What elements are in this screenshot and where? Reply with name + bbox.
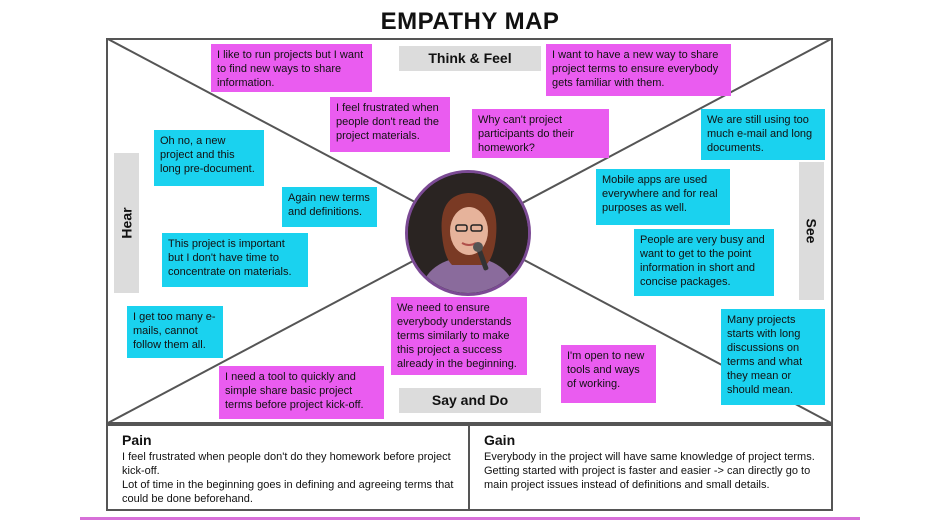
persona-avatar: [405, 170, 531, 296]
gain-text-1: Everybody in the project will have same …: [484, 451, 815, 463]
see-label: See: [799, 162, 824, 300]
pain-text-1: I feel frustrated when people don't do t…: [122, 451, 451, 477]
sticky-note: I'm open to new tools and ways of workin…: [561, 345, 656, 403]
gain-text-2: Getting started with project is faster a…: [484, 465, 811, 491]
think-feel-label: Think & Feel: [399, 46, 541, 71]
sticky-note: Many projects starts with long discussio…: [721, 309, 825, 405]
persona-photo-icon: [408, 173, 528, 293]
sticky-note: We are still using too much e-mail and l…: [701, 109, 825, 160]
footer-divider: [80, 517, 860, 520]
sticky-note: I need a tool to quickly and simple shar…: [219, 366, 384, 419]
sticky-note: Oh no, a new project and this long pre-d…: [154, 130, 264, 186]
sticky-note: Again new terms and definitions.: [282, 187, 377, 227]
empathy-map-frame: [106, 38, 833, 424]
page-title: EMPATHY MAP: [380, 8, 560, 35]
gain-panel: Gain Everybody in the project will have …: [468, 424, 833, 511]
pain-heading: Pain: [122, 432, 152, 448]
sticky-note: This project is important but I don't ha…: [162, 233, 308, 287]
sticky-note: I want to have a new way to share projec…: [546, 44, 731, 96]
sticky-note: I get too many e-mails, cannot follow th…: [127, 306, 223, 358]
pain-panel: Pain I feel frustrated when people don't…: [106, 424, 470, 511]
hear-label: Hear: [114, 153, 139, 293]
sticky-note: We need to ensure everybody understands …: [391, 297, 527, 375]
sticky-note: I like to run projects but I want to fin…: [211, 44, 372, 92]
say-do-label: Say and Do: [399, 388, 541, 413]
pain-text-2: Lot of time in the beginning goes in def…: [122, 479, 454, 505]
gain-heading: Gain: [484, 432, 516, 448]
sticky-note: People are very busy and want to get to …: [634, 229, 774, 296]
sticky-note: I feel frustrated when people don't read…: [330, 97, 450, 152]
sticky-note: Why can't project participants do their …: [472, 109, 609, 158]
sticky-note: Mobile apps are used everywhere and for …: [596, 169, 730, 225]
